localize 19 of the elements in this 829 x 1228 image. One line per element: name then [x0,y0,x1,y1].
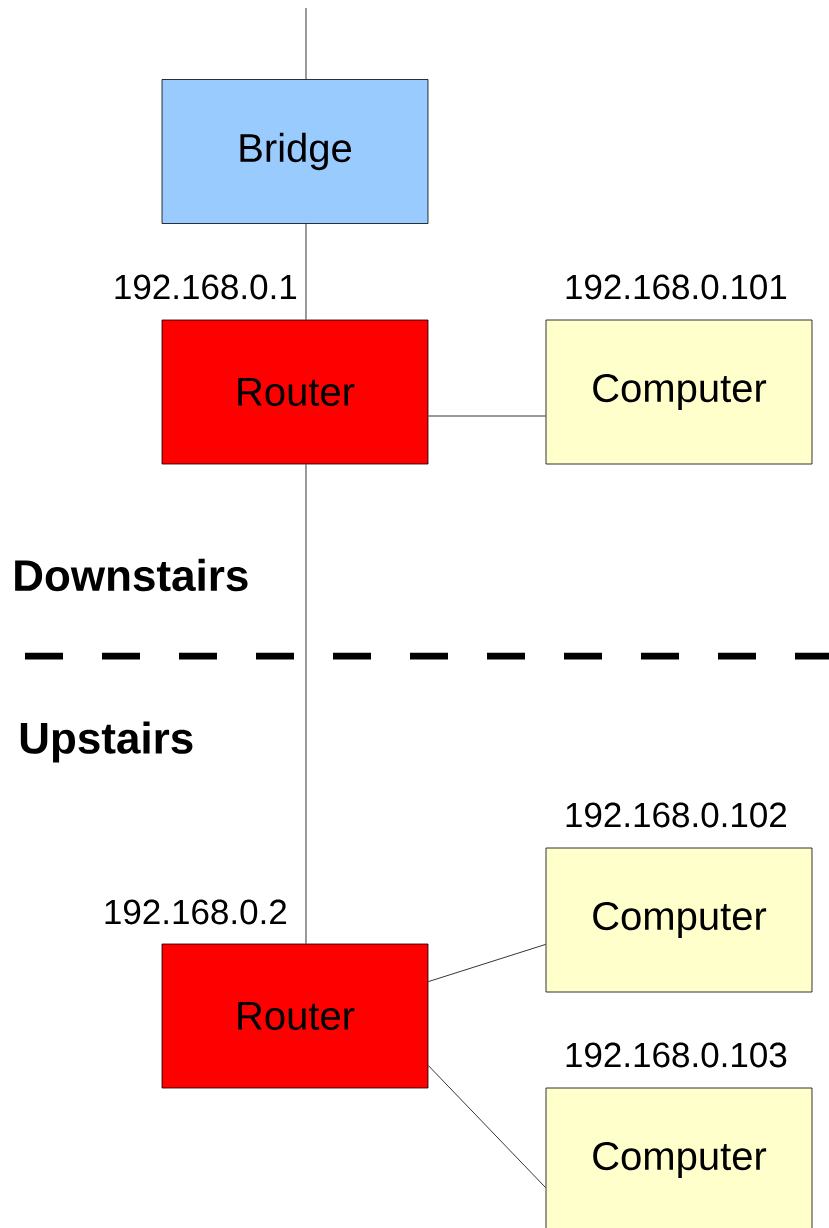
router-box: Router [161,319,429,465]
ip-address-label: 192.168.0.101 [566,274,787,300]
computer-box: Computer [545,1087,813,1228]
connector-line [428,415,546,417]
computer-box: Computer [545,847,813,993]
connector-line [305,464,307,944]
computer-box: Computer [545,319,813,465]
ip-address-label: 192.168.0.103 [566,1042,787,1068]
router-box: Router [161,943,429,1089]
connector-line [428,944,546,982]
ip-address-label: 192.168.0.2 [105,899,286,925]
bridge-box: Bridge [161,79,429,224]
connector-line [305,223,307,320]
connector-line [428,1065,546,1188]
connector-line [305,7,307,80]
floor-label: Upstairs [20,721,193,763]
ip-address-label: 192.168.0.102 [566,802,786,828]
floor-label: Downstairs [15,558,248,592]
ip-address-label: 192.168.0.1 [115,274,297,300]
